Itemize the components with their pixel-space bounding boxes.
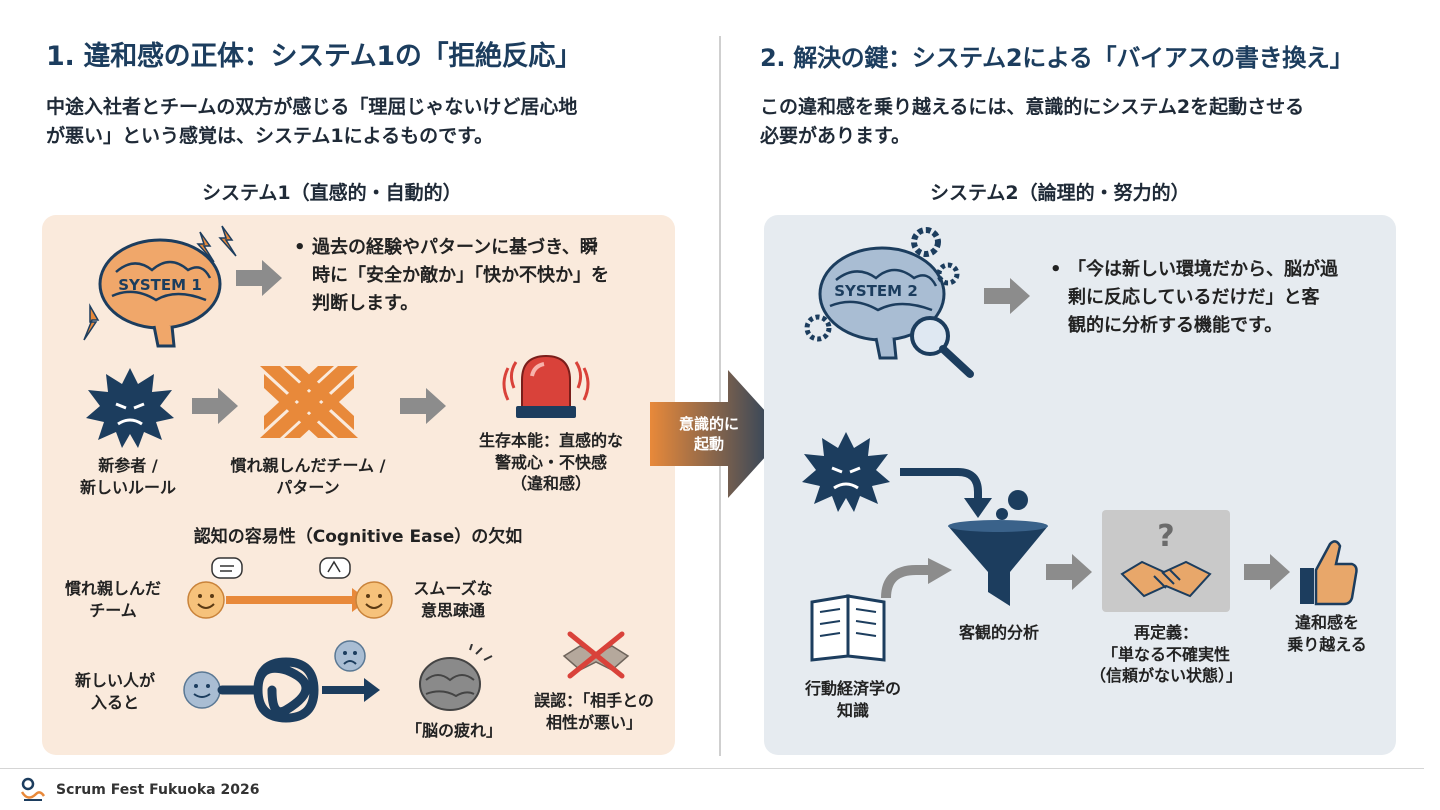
label-line: 入ると bbox=[90, 692, 139, 712]
smooth-label: スムーズな 意思疎通 bbox=[398, 578, 508, 621]
left-lead-line1: 中途入社者とチームの双方が感じる「理屈じゃないけど居心地 bbox=[46, 96, 578, 118]
label-line: 新しいルール bbox=[79, 477, 176, 497]
label-line: 違和感を bbox=[1294, 613, 1359, 632]
newcomer-virus-icon bbox=[86, 368, 174, 448]
label-line: スムーズな bbox=[413, 579, 493, 598]
handshake-question-icon: ? bbox=[1120, 519, 1212, 598]
label-line: 起動 bbox=[693, 435, 724, 454]
redefine-label: 再定義： 「単なる不確実性 （信頼がない状態）」 bbox=[1068, 622, 1264, 687]
analysis-funnel-icon bbox=[948, 490, 1048, 606]
label-line: 相性が悪い」 bbox=[545, 712, 642, 732]
familiar-team-label: 慣れ親しんだ チーム bbox=[50, 578, 176, 621]
system1-heading: システム1（直感的・自動的） bbox=[202, 182, 462, 204]
system2-bullet-line: 観的に分析する機能です。 bbox=[1068, 314, 1283, 336]
pattern-weave-icon bbox=[260, 366, 358, 438]
system2-brain-label: SYSTEM 2 bbox=[834, 282, 918, 300]
label-line: チーム bbox=[89, 600, 137, 620]
system1-bullet-line: 過去の経験やパターンに基づき、瞬 bbox=[312, 237, 598, 258]
behavioral-economics-book-icon bbox=[810, 558, 952, 662]
label-line: （違和感） bbox=[510, 474, 591, 494]
objective-analysis-label: 客観的分析 bbox=[958, 623, 1039, 642]
left-title: 1. 違和感の正体：システム1の「拒絶反応」 bbox=[46, 41, 582, 72]
system2-bullet-line: 剰に反応しているだけだ」と客 bbox=[1068, 286, 1320, 308]
right-lead: この違和感を乗り越えるには、意識的にシステム2を起動させる 必要があります。 bbox=[760, 93, 1410, 152]
tired-brain-icon bbox=[419, 644, 493, 711]
bullet-dot: • bbox=[1050, 259, 1062, 280]
label-line: 慣れ親しんだチーム / bbox=[230, 456, 386, 475]
cognitive-ease-title: 認知の容易性（Cognitive Ease）の欠如 bbox=[193, 527, 523, 547]
event-logo-icon bbox=[20, 777, 46, 801]
bullet-dot: • bbox=[294, 237, 306, 258]
arrow-to-alarm-icon bbox=[400, 388, 446, 424]
virus-to-funnel-arrow-icon bbox=[900, 468, 992, 518]
knowledge-label: 行動経済学の 知識 bbox=[778, 678, 928, 721]
right-lead-line2: 必要があります。 bbox=[760, 125, 911, 148]
label-line: 「単なる不確実性 bbox=[1101, 644, 1230, 664]
left-lead-line2: が悪い」という感覚は、システム1によるものです。 bbox=[46, 125, 494, 148]
right-lead-line1: この違和感を乗り越えるには、意識的にシステム2を起動させる bbox=[760, 96, 1305, 118]
instinct-label: 生存本能：直感的な 警戒心・不快感 （違和感） bbox=[458, 430, 644, 495]
smooth-communication-diagram bbox=[187, 557, 393, 619]
redefine-box bbox=[1102, 510, 1230, 612]
newcomer-virus-icon-right bbox=[802, 432, 890, 512]
bad-handshake-icon bbox=[562, 631, 630, 679]
activate-arrow-label: 意識的に 起動 bbox=[664, 414, 754, 455]
newcomer-label: 新参者 / 新しいルール bbox=[54, 455, 202, 498]
label-line: パターン bbox=[276, 477, 340, 497]
thumbs-up-icon bbox=[1300, 540, 1358, 606]
column-divider bbox=[719, 36, 721, 756]
activate-arrow-icon bbox=[650, 370, 786, 498]
label-line: 乗り越える bbox=[1287, 634, 1367, 654]
overcome-label: 違和感を 乗り越える bbox=[1264, 612, 1390, 655]
label-line: 慣れ親しんだ bbox=[64, 579, 161, 598]
footer-event-name: Scrum Fest Fukuoka 2026 bbox=[56, 782, 260, 798]
label-line: 生存本能：直感的な bbox=[478, 431, 623, 450]
right-title: 2. 解決の鍵：システム2による「バイアスの書き換え」 bbox=[760, 44, 1354, 72]
system1-bullet-line: 時に「安全か敵か」「快か不快か」を bbox=[312, 264, 609, 286]
left-lead: 中途入社者とチームの双方が感じる「理屈じゃないけど居心地 が悪い」という感覚は、… bbox=[46, 93, 686, 152]
system1-bullet-line: 判断します。 bbox=[312, 292, 419, 314]
new-person-label: 新しい人が 入ると bbox=[60, 670, 170, 713]
tangled-communication-diagram bbox=[183, 640, 380, 723]
footer-divider bbox=[0, 768, 1424, 769]
label-line: 知識 bbox=[836, 700, 869, 720]
svg-text:?: ? bbox=[1157, 519, 1174, 554]
label-line: 行動経済学の bbox=[804, 679, 901, 698]
system2-arrow-icon bbox=[984, 278, 1030, 314]
system2-brain-icon bbox=[804, 227, 974, 378]
label-line: 誤認：「相手との bbox=[534, 691, 654, 710]
arrow-to-pattern-icon bbox=[192, 388, 238, 424]
label-line: 意思疎通 bbox=[420, 600, 485, 620]
system2-heading: システム2（論理的・努力的） bbox=[930, 182, 1190, 204]
alarm-siren-icon bbox=[502, 354, 590, 418]
system1-brain-label: SYSTEM 1 bbox=[118, 276, 202, 294]
system1-bullet: • 過去の経験やパターンに基づき、瞬 時に「安全か敵か」「快か不快か」を 判断し… bbox=[294, 234, 652, 318]
funnel-to-handshake-arrow-icon bbox=[1046, 554, 1092, 590]
label-line: 新しい人が bbox=[74, 671, 155, 690]
system1-arrow-icon bbox=[236, 260, 282, 296]
system2-bullet: • 「今は新しい環境だから、脳が過 剰に反応しているだけだ」と客 観的に分析する… bbox=[1050, 256, 1368, 340]
label-line: （信頼がない状態）」 bbox=[1089, 666, 1242, 686]
system2-bullet-line: 「今は新しい環境だから、脳が過 bbox=[1068, 259, 1338, 280]
pattern-label: 慣れ親しんだチーム / パターン bbox=[210, 455, 406, 498]
handshake-to-thumb-arrow-icon bbox=[1244, 554, 1290, 590]
label-line: 警戒心・不快感 bbox=[494, 452, 607, 472]
brain-fatigue-label: 「脳の疲れ」 bbox=[405, 721, 502, 740]
label-line: 再定義： bbox=[1133, 623, 1198, 642]
misread-label: 誤認：「相手との 相性が悪い」 bbox=[516, 690, 672, 733]
label-line: 意識的に bbox=[678, 415, 739, 433]
system1-brain-icon bbox=[83, 225, 237, 348]
label-line: 新参者 / bbox=[98, 456, 158, 475]
